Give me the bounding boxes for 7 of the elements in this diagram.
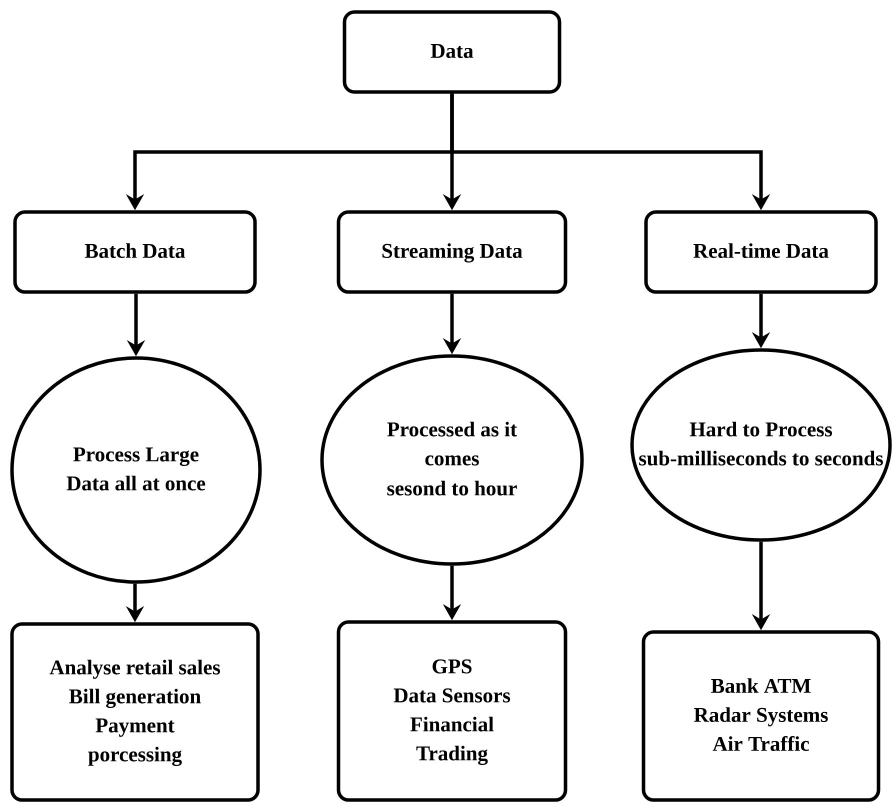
process-box: GPS Data Sensors Financial Trading	[336, 620, 568, 802]
process-box: Data	[342, 10, 562, 94]
process-box: Analyse retail sales Bill generation Payment porcessing	[10, 622, 260, 802]
process-box: Real-time Data	[644, 210, 878, 294]
process-box: Bank ATM Radar Systems Air Traffic	[642, 630, 880, 802]
process-box: Streaming Data	[336, 210, 568, 294]
process-box: Batch Data	[13, 210, 257, 294]
